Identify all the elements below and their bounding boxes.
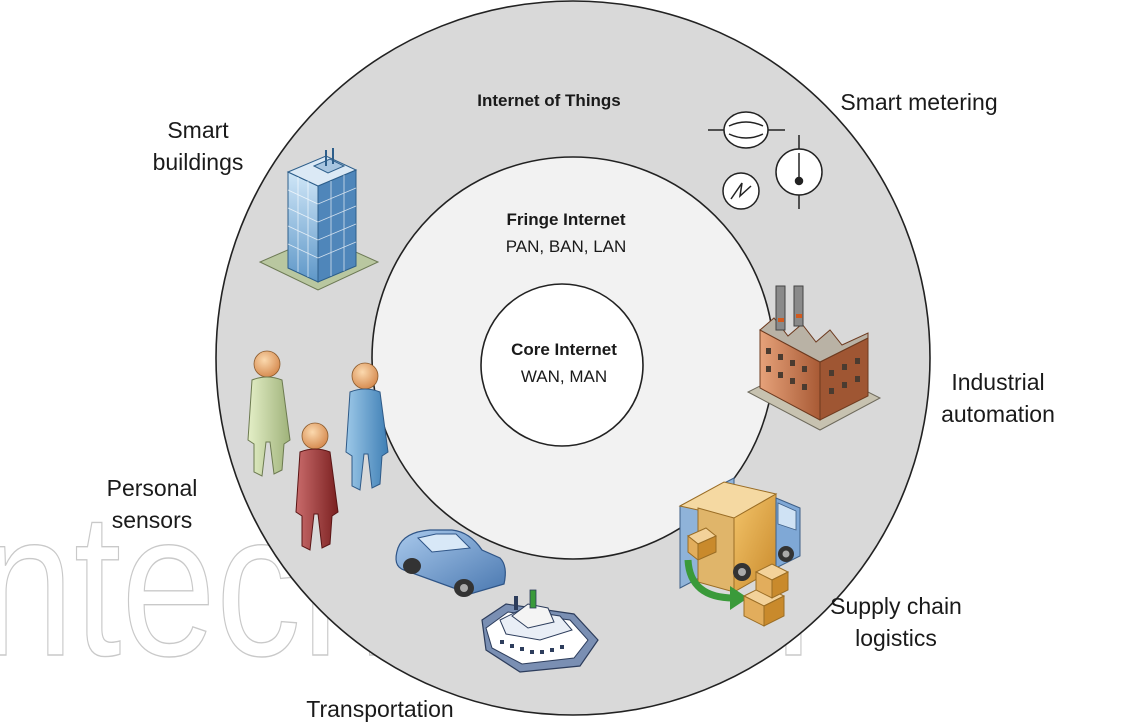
meter-gauges-icon — [708, 111, 823, 210]
personal-sensors-label-line2: sensors — [112, 507, 193, 533]
core-internet-subtitle: WAN, MAN — [521, 367, 607, 386]
car-and-ferry-icon — [395, 529, 599, 673]
smart-buildings-label-line2: buildings — [153, 149, 244, 175]
people-icon — [247, 350, 389, 551]
core-internet-circle — [480, 283, 644, 447]
supply-chain-label-line2: logistics — [855, 625, 937, 651]
factory-icon — [746, 285, 882, 431]
delivery-truck-icon — [678, 477, 801, 627]
smart-metering-label: Smart metering — [840, 89, 997, 115]
supply-chain-label-line1: Supply chain — [830, 593, 962, 619]
fringe-internet-title: Fringe Internet — [506, 210, 625, 229]
transportation-label: Transportation — [306, 696, 453, 722]
core-internet-title: Core Internet — [511, 340, 617, 359]
iot-ring-title: Internet of Things — [477, 91, 621, 110]
fringe-internet-subtitle: PAN, BAN, LAN — [506, 237, 627, 256]
smart-buildings-label-line1: Smart — [167, 117, 229, 143]
industrial-automation-label-line1: Industrial — [951, 369, 1044, 395]
industrial-automation-label-line2: automation — [941, 401, 1055, 427]
personal-sensors-label-line1: Personal — [107, 475, 198, 501]
office-building-icon — [258, 148, 380, 291]
